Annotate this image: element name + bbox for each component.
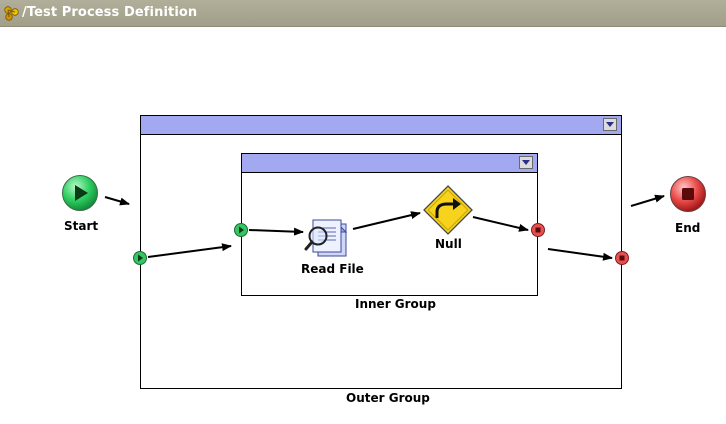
inner-group-header[interactable]: [242, 154, 537, 173]
transition-outer-group-to-end[interactable]: [630, 194, 665, 207]
read-file-activity[interactable]: [303, 216, 351, 260]
outer-group-dropdown-button[interactable]: [603, 118, 617, 131]
outer-group-exit-port[interactable]: [614, 250, 630, 266]
inner-group-dropdown-button[interactable]: [519, 156, 533, 169]
transition-start-to-outer-group[interactable]: [104, 196, 130, 206]
null-activity-icon: [423, 185, 473, 235]
play-icon: [75, 185, 88, 201]
outer-group-entry-port[interactable]: [132, 250, 148, 266]
start-label: Start: [64, 219, 99, 233]
start-node[interactable]: [61, 174, 99, 212]
outer-group-header[interactable]: [141, 116, 621, 135]
window-title: /Test Process Definition: [22, 5, 198, 20]
read-file-icon: [304, 219, 348, 257]
diagram-canvas[interactable]: Outer Group Inner Group Start: [0, 27, 726, 424]
inner-group[interactable]: [241, 153, 538, 296]
null-activity[interactable]: [423, 185, 473, 235]
inner-group-label: Inner Group: [355, 297, 436, 311]
window-title-bar[interactable]: /Test Process Definition: [0, 0, 726, 27]
process-definition-icon: [4, 6, 19, 21]
stop-icon: [682, 188, 694, 200]
read-file-label: Read File: [301, 262, 364, 276]
outer-group-label: Outer Group: [346, 391, 430, 405]
end-node[interactable]: [669, 175, 707, 213]
null-label: Null: [435, 237, 462, 251]
inner-group-exit-port[interactable]: [530, 222, 546, 238]
inner-group-entry-port[interactable]: [233, 222, 249, 238]
end-label: End: [675, 221, 701, 235]
